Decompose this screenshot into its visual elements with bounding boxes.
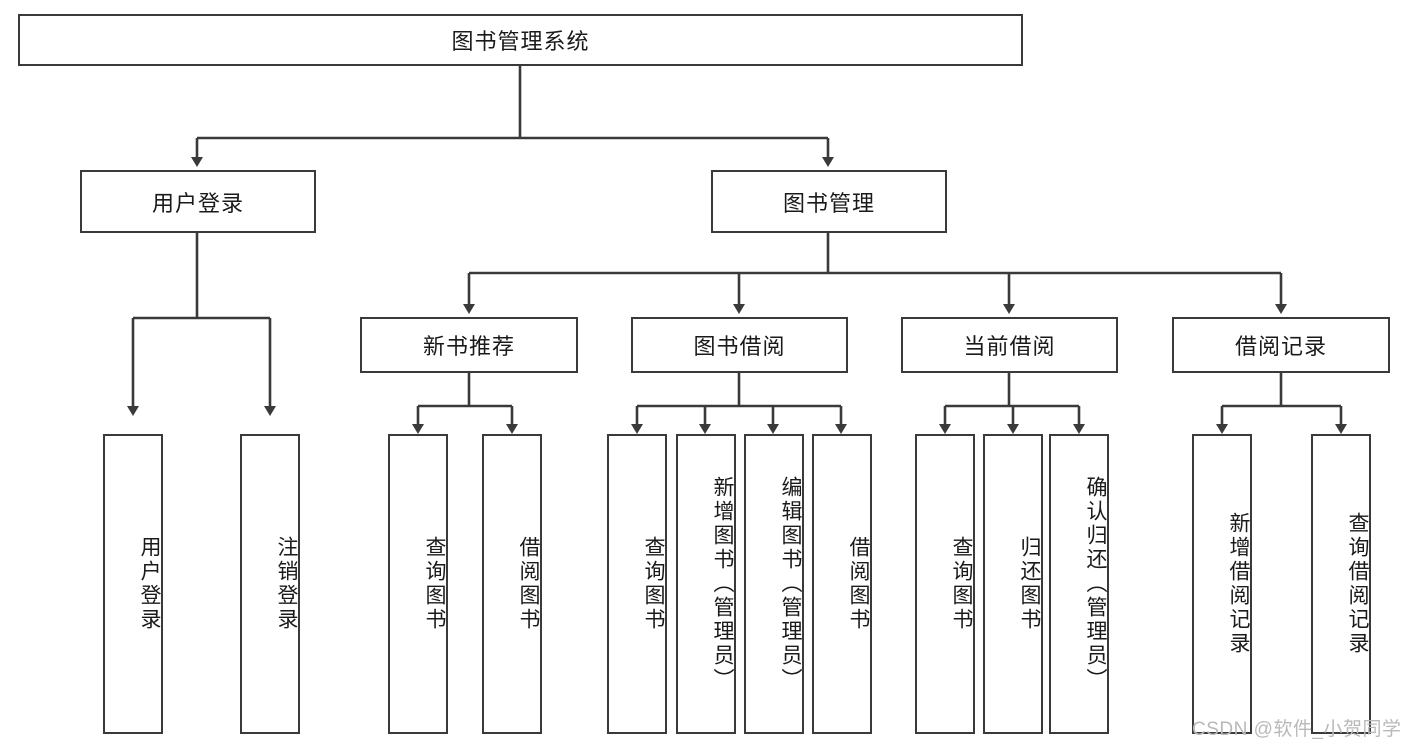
node-book-management[interactable]: 图书管理 bbox=[711, 170, 947, 233]
leaf-query-book-current[interactable]: 查询图书 bbox=[915, 434, 975, 734]
leaf-add-book-admin[interactable]: 新增图书（管理员） bbox=[676, 434, 736, 734]
leaf-confirm-return-admin[interactable]: 确认归还（管理员） bbox=[1049, 434, 1109, 734]
leaf-logout[interactable]: 注销登录 bbox=[240, 434, 300, 734]
leaf-query-book-borrow[interactable]: 查询图书 bbox=[607, 434, 667, 734]
node-current-borrow[interactable]: 当前借阅 bbox=[901, 317, 1118, 373]
node-book-borrow[interactable]: 图书借阅 bbox=[631, 317, 848, 373]
leaf-edit-book-admin[interactable]: 编辑图书（管理员） bbox=[744, 434, 804, 734]
leaf-borrow-book[interactable]: 借阅图书 bbox=[812, 434, 872, 734]
node-user-login[interactable]: 用户登录 bbox=[80, 170, 316, 233]
csdn-watermark: CSDN @软件_小贺同学 bbox=[1192, 719, 1402, 740]
leaf-query-book-newbook[interactable]: 查询图书 bbox=[388, 434, 448, 734]
leaf-borrow-book-newbook[interactable]: 借阅图书 bbox=[482, 434, 542, 734]
leaf-user-login[interactable]: 用户登录 bbox=[103, 434, 163, 734]
node-new-book-recommend[interactable]: 新书推荐 bbox=[360, 317, 578, 373]
leaf-add-borrow-record[interactable]: 新增借阅记录 bbox=[1192, 434, 1252, 734]
leaf-return-book[interactable]: 归还图书 bbox=[983, 434, 1043, 734]
leaf-query-borrow-record[interactable]: 查询借阅记录 bbox=[1311, 434, 1371, 734]
node-root-system[interactable]: 图书管理系统 bbox=[18, 14, 1023, 66]
node-borrow-records[interactable]: 借阅记录 bbox=[1172, 317, 1390, 373]
